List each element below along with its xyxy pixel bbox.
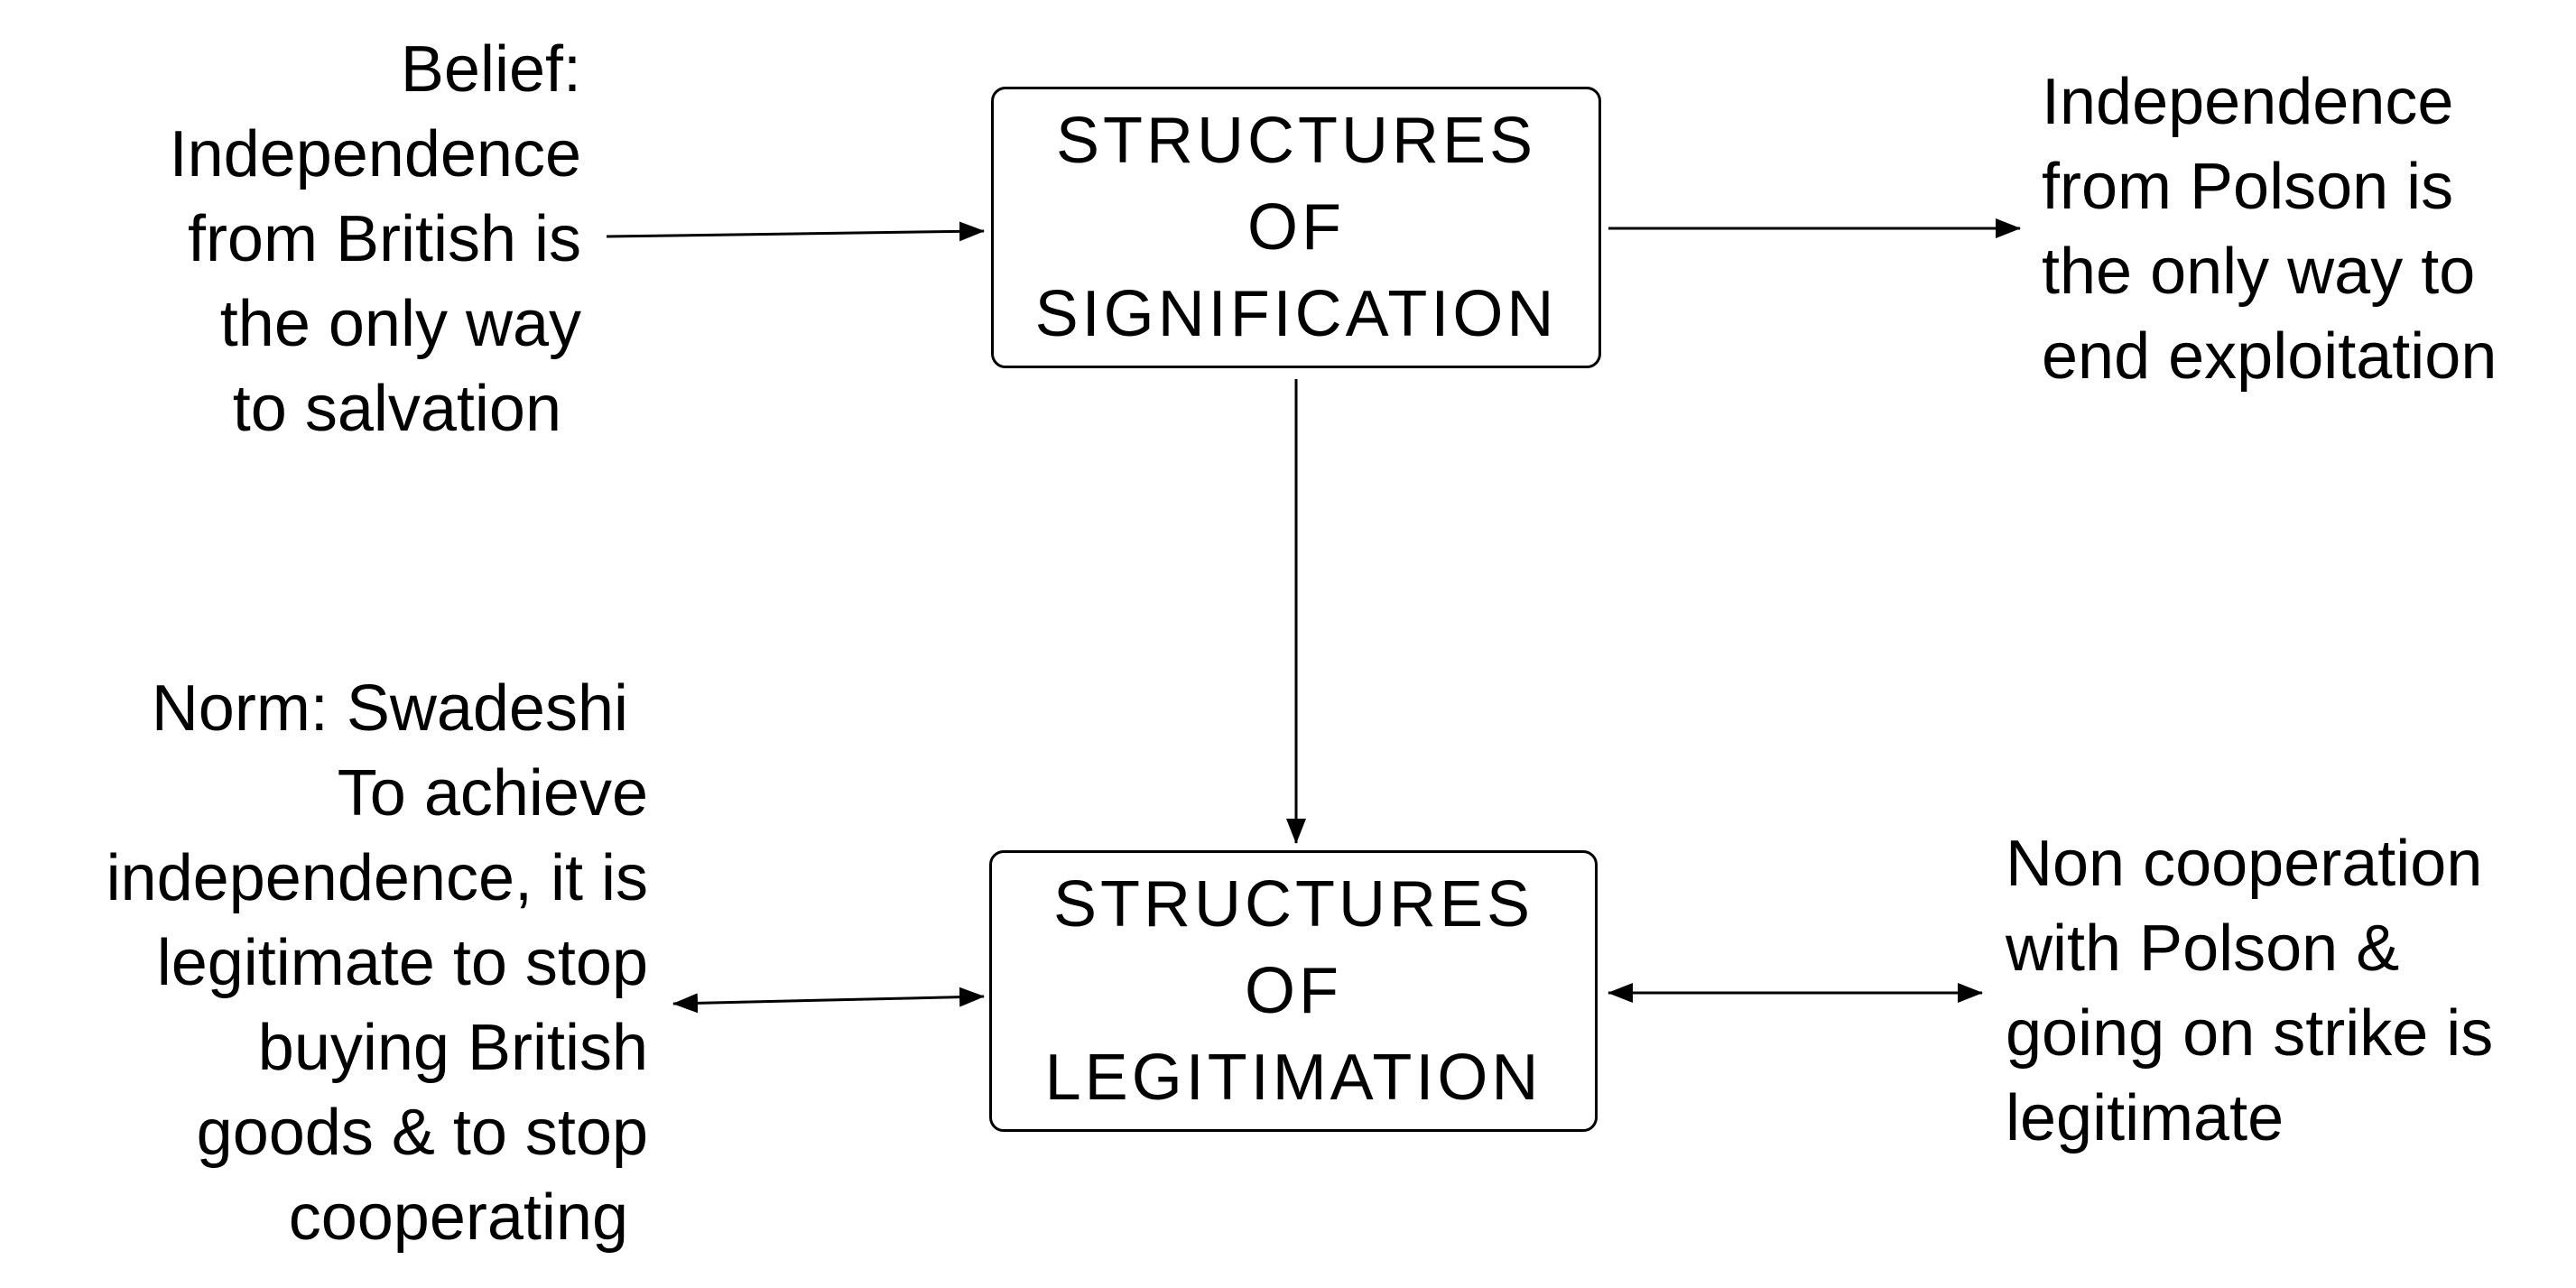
non-cooperation-note: Non cooperation with Polson & going on s…: [2006, 821, 2493, 1161]
arrow-belief-to-signification: [606, 221, 985, 242]
note-line: independence, it is: [106, 842, 648, 914]
note-line: buying British: [257, 1012, 648, 1084]
note-line: Independence: [169, 118, 581, 190]
note-line: To achieve: [337, 757, 648, 829]
note-line: the only way to: [2042, 236, 2476, 308]
box-line: STRUCTURES: [1052, 868, 1534, 941]
note-line: Non cooperation: [2006, 828, 2483, 900]
box-line: OF: [1245, 955, 1342, 1027]
note-line: going on strike is: [2006, 997, 2494, 1070]
box-line: STRUCTURES: [1055, 105, 1536, 177]
note-line: Independence: [2042, 66, 2454, 138]
note-line: to salvation: [232, 373, 561, 445]
note-line: end exploitation: [2042, 320, 2497, 393]
box-line: LEGITIMATION: [1044, 1042, 1543, 1114]
note-line: cooperating: [288, 1181, 628, 1254]
note-line: legitimate to stop: [156, 927, 648, 999]
arrow-norm-legitimation: [672, 987, 985, 1014]
norm-note: Norm: Swadeshi To achieve independence, …: [107, 666, 648, 1260]
note-line: Belief:: [400, 33, 581, 106]
box-line: SIGNIFICATION: [1034, 278, 1558, 350]
polson-independence-note: Independence from Polson is the only way…: [2042, 60, 2497, 399]
structures-of-signification-box: STRUCTURES OF SIGNIFICATION: [991, 87, 1601, 368]
note-line: from Polson is: [2042, 151, 2454, 223]
note-line: Norm: Swadeshi: [151, 672, 628, 745]
note-line: goods & to stop: [196, 1097, 648, 1169]
note-line: legitimate: [2006, 1082, 2284, 1154]
note-line: from British is: [187, 203, 581, 275]
belief-note: Belief: Independence from British is the…: [170, 27, 581, 451]
note-line: with Polson &: [2006, 913, 2400, 985]
structures-of-legitimation-box: STRUCTURES OF LEGITIMATION: [989, 850, 1598, 1132]
box-line: OF: [1247, 191, 1345, 264]
note-line: the only way: [219, 288, 581, 360]
